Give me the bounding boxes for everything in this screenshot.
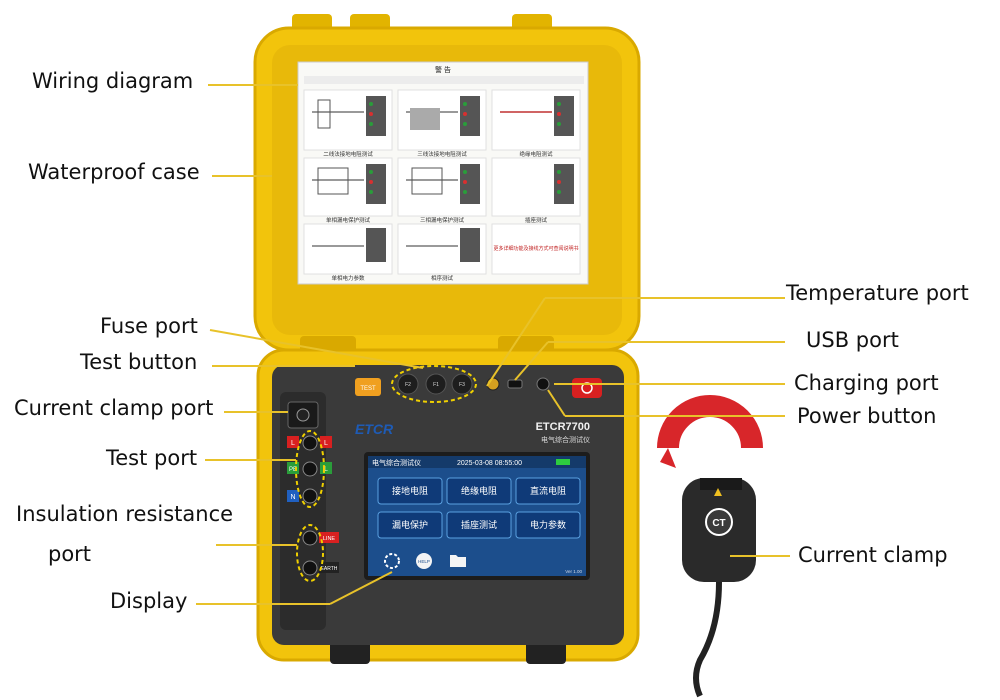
display-status-bar [368, 456, 586, 468]
insulation-port-line[interactable] [302, 530, 318, 546]
test-port-2[interactable] [302, 461, 318, 477]
fuse-3-label: F3 [459, 382, 465, 388]
test-button-text: TEST [360, 386, 376, 392]
insulation-callout-outline [296, 524, 324, 582]
tile-text-1: 接地电阻 [392, 485, 428, 496]
earth-label-text: EARTH [321, 566, 338, 572]
label-usb-port: USB port [806, 328, 899, 352]
tile-dc-resistance[interactable] [515, 477, 581, 505]
clamp-jaw-lever [660, 448, 676, 468]
tile-socket-test[interactable] [446, 511, 512, 539]
current-clamp-accessory: CT [657, 395, 763, 698]
insulation-port-earth[interactable] [302, 560, 318, 576]
terminal-l-left [287, 436, 299, 448]
terminal-n [287, 490, 299, 502]
screen-datetime: 2025-03-08 08:55:00 [457, 460, 522, 467]
fuse-1[interactable] [397, 373, 419, 395]
terminal-l-left-text: L [291, 440, 295, 447]
label-insulation-port: port [48, 542, 92, 566]
test-port-3[interactable] [302, 488, 318, 504]
label-current-clamp: Current clamp [798, 543, 948, 567]
case-foot-left [330, 640, 370, 664]
help-icon-text: HELP [418, 559, 430, 564]
line-label-box [319, 532, 339, 543]
label-charging-port: Charging port [794, 371, 939, 395]
tile-ground-resistance[interactable] [377, 477, 443, 505]
diagram-caption-5: 三相漏电保护测试 [420, 216, 465, 224]
fuse-3[interactable] [451, 373, 473, 395]
help-icon[interactable] [416, 553, 432, 569]
tile-text-2: 绝缘电阻 [461, 485, 497, 496]
diagram-caption-9: 更多详细功能及接线方式可查阅说明书 [493, 245, 578, 252]
diagram-caption-7: 单相电力参数 [331, 274, 365, 282]
label-wiring-diagram: Wiring diagram [32, 69, 194, 93]
terminal-l-right [320, 436, 332, 448]
fuse-1-label: F2 [405, 382, 411, 388]
label-current-clamp-port: Current clamp port [14, 396, 214, 420]
diagram-caption-3: 绝缘电阻测试 [519, 150, 553, 158]
diagram-caption-4: 单相漏电保护测试 [326, 216, 371, 224]
tile-leakage-protection[interactable] [377, 511, 443, 539]
label-waterproof-case: Waterproof case [28, 160, 200, 184]
power-button[interactable] [572, 378, 602, 398]
fuse-2-label: F1 [433, 382, 439, 388]
screen-version: Ver 1.00 [565, 569, 582, 574]
tile-text-6: 电力参数 [530, 519, 566, 530]
label-insulation-resistance: Insulation resistance [16, 502, 234, 526]
test-button[interactable] [355, 378, 381, 396]
brand-logo: ETCR [355, 421, 394, 437]
diagram-caption-6: 插座测试 [525, 216, 548, 224]
label-display: Display [110, 589, 188, 613]
line-label-text: LINE [323, 536, 336, 542]
terminal-n-text: N [290, 494, 295, 501]
diagram-caption-2: 三线法接地电阻测试 [417, 150, 467, 158]
leader-lines [196, 84, 790, 605]
tile-text-4: 漏电保护 [392, 519, 428, 530]
tile-text-5: 插座测试 [461, 519, 497, 530]
terminal-l-right-text: L [324, 440, 328, 447]
test-port-callout-outline [295, 430, 325, 508]
fuse-2[interactable] [425, 373, 447, 395]
clamp-neck [700, 478, 742, 490]
tile-insulation-resistance[interactable] [446, 477, 512, 505]
label-test-port: Test port [106, 446, 198, 470]
label-power-button: Power button [797, 404, 937, 428]
tile-text-3: 直流电阻 [530, 485, 566, 496]
diagram-sheet-heading: 警 告 [435, 65, 451, 74]
terminal-l-mid-text: L [324, 466, 328, 473]
diagram-caption-1: 二线法接地电阻测试 [323, 150, 373, 158]
folder-icon[interactable] [450, 555, 466, 567]
battery-icon [556, 459, 570, 465]
warning-triangle-icon [714, 488, 722, 496]
earth-label-box [319, 562, 339, 573]
screen-title: 电气综合测试仪 [372, 458, 421, 467]
ct-badge-text: CT [712, 518, 725, 529]
diagram-sheet-warning-text [304, 76, 584, 84]
tile-power-parameters[interactable] [515, 511, 581, 539]
charging-port[interactable] [536, 377, 550, 391]
terminal-pe-text: PE [289, 467, 297, 473]
clamp-cable [693, 581, 722, 698]
usb-port[interactable] [507, 379, 523, 389]
model-subtitle: 电气综合测试仪 [541, 435, 590, 444]
label-temperature-port: Temperature port [786, 281, 969, 305]
ct-badge [705, 508, 733, 536]
label-test-button: Test button [80, 350, 198, 374]
terminal-pe [287, 462, 299, 474]
clamp-jaw [657, 395, 763, 449]
fuse-callout-outline [391, 365, 477, 403]
diagram-caption-8: 相序测试 [431, 274, 454, 282]
test-port-1[interactable] [302, 435, 318, 451]
label-fuse-port: Fuse port [100, 314, 198, 338]
model-name: ETCR7700 [536, 421, 590, 433]
clamp-socket [296, 408, 310, 422]
case-foot-right [526, 640, 566, 664]
wiring-diagram-grid [303, 89, 581, 275]
settings-gear-icon[interactable] [384, 553, 400, 569]
